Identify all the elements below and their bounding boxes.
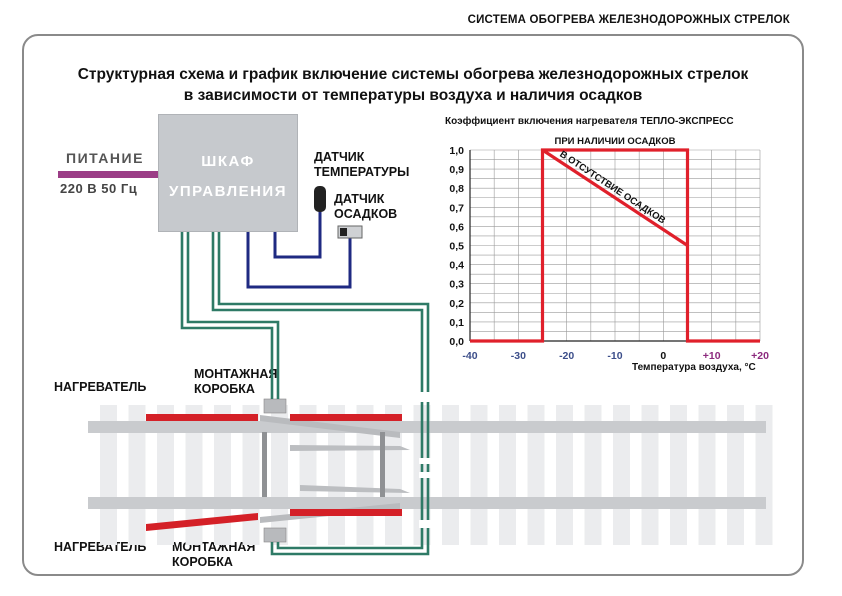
sensor-cables (246, 210, 352, 289)
sleeper (242, 405, 260, 545)
precipitation-sensor-label-line-1: ДАТЧИК (334, 192, 385, 206)
temperature-sensor-label: ДАТЧИК ТЕМПЕРАТУРЫ (314, 150, 409, 180)
series-line-1 (470, 148, 760, 343)
y-tick-label: 0,4 (449, 260, 464, 272)
heater-label-bottom: НАГРЕВАТЕЛЬ (54, 540, 147, 554)
sleeper (442, 405, 459, 545)
sleeper (755, 405, 773, 545)
sleeper (527, 405, 545, 545)
page-title: Структурная схема и график включение сис… (22, 64, 804, 106)
heater-cables (180, 232, 430, 556)
junction-box-label-top: МОНТАЖНАЯ КОРОБКА (194, 367, 277, 397)
heater-top-left (146, 414, 258, 421)
chart-title: Коэффициент включения нагревателя ТЕПЛО-… (445, 116, 734, 127)
y-tick-label: 0,0 (449, 336, 464, 348)
x-tick-label: -30 (511, 350, 526, 362)
chart-y-tick-labels: 0,0 0,1 0,2 0,3 0,4 0,5 0,6 0,7 0,8 0,9 1,0 (449, 145, 464, 348)
x-tick-label: -10 (607, 350, 622, 362)
y-tick-label: 0,3 (449, 279, 464, 291)
y-tick-label: 0,5 (449, 241, 464, 253)
sleeper (470, 405, 488, 545)
cabinet-label-line-2: УПРАВЛЕНИЯ (168, 183, 287, 200)
sleeper (584, 405, 602, 545)
chart-grid (469, 149, 761, 342)
y-tick-label: 0,9 (449, 164, 464, 176)
y-tick-label: 1,0 (449, 145, 464, 157)
sleeper (214, 405, 231, 545)
junction-box-top (263, 398, 287, 414)
temperature-sensor (314, 186, 326, 212)
switch-rod-2 (380, 432, 385, 497)
precipitation-sensor-label-line-2: ОСАДКОВ (334, 207, 398, 221)
series-label-without-precipitation: В ОТСУТСТВИЕ ОСАДКОВ (557, 149, 667, 227)
header-label: СИСТЕМА ОБОГРЕВА ЖЕЛЕЗНОДОРОЖНЫХ СТРЕЛОК (467, 14, 790, 26)
sleeper (698, 405, 716, 545)
x-tick-label: 0 (660, 350, 666, 362)
y-tick-label: 0,1 (449, 317, 464, 329)
sleeper (185, 405, 203, 545)
y-tick-label: 0,8 (449, 183, 464, 195)
precipitation-sensor-label: ДАТЧИК ОСАДКОВ (334, 192, 397, 222)
title-line-2: в зависимости от температуры воздуха и н… (183, 87, 643, 104)
heater-label-top: НАГРЕВАТЕЛЬ (54, 380, 147, 394)
power-label: ПИТАНИЕ (66, 150, 144, 166)
heater-bottom-left (146, 513, 258, 531)
switch-rod-1 (262, 432, 267, 497)
diagram-frame (22, 34, 804, 576)
x-tick-label: -20 (559, 350, 574, 362)
chart-series (470, 148, 760, 343)
series-line-2 (541, 148, 689, 247)
power-voltage: 220 В 50 Гц (60, 181, 138, 196)
power-line (58, 171, 158, 178)
junction-box-label-top-line-2: КОРОБКА (194, 382, 255, 396)
temperature-sensor-label-line-1: ДАТЧИК (314, 150, 365, 164)
x-tick-label: -40 (462, 350, 477, 362)
precipitation-sensor-cap (340, 228, 347, 236)
cabinet-label-line-1: ШКАФ (201, 153, 255, 170)
sleeper (157, 405, 174, 545)
heaters (146, 414, 402, 531)
y-tick-label: 0,6 (449, 221, 464, 233)
sleeper (499, 405, 516, 545)
junction-box-label-bottom-line-2: КОРОБКА (172, 555, 233, 569)
chart-x-tick-labels: -40 -30 -20 -10 0 +10 +20 (462, 350, 769, 362)
junction-box-bottom (263, 527, 287, 543)
sleeper (727, 405, 744, 545)
sleeper (271, 405, 288, 545)
control-cabinet: ШКАФ УПРАВЛЕНИЯ (158, 114, 298, 232)
sleepers (100, 405, 773, 545)
precipitation-sensor-cable (246, 232, 352, 289)
sleeper (670, 405, 687, 545)
heater-bottom-right (290, 509, 402, 516)
x-axis-title: Температура воздуха, °С (632, 362, 756, 373)
series-label-with-precipitation: ПРИ НАЛИЧИИ ОСАДКОВ (555, 136, 676, 147)
sleeper (128, 405, 146, 545)
title-line-1: Структурная схема и график включение сис… (77, 66, 749, 83)
sleeper (100, 405, 117, 545)
y-tick-label: 0,2 (449, 298, 464, 310)
y-tick-label: 0,7 (449, 202, 464, 214)
temperature-sensor-cable (273, 210, 322, 259)
cable-crossing-gaps (419, 392, 431, 528)
temperature-sensor-label-line-2: ТЕМПЕРАТУРЫ (314, 165, 410, 179)
sleeper (613, 405, 630, 545)
sleeper (556, 405, 573, 545)
x-tick-label: +10 (703, 350, 721, 362)
x-tick-label: +20 (751, 350, 769, 362)
sleeper (641, 405, 659, 545)
junction-box-label-top-line-1: МОНТАЖНАЯ (194, 367, 278, 381)
heater-top-right (290, 414, 402, 421)
